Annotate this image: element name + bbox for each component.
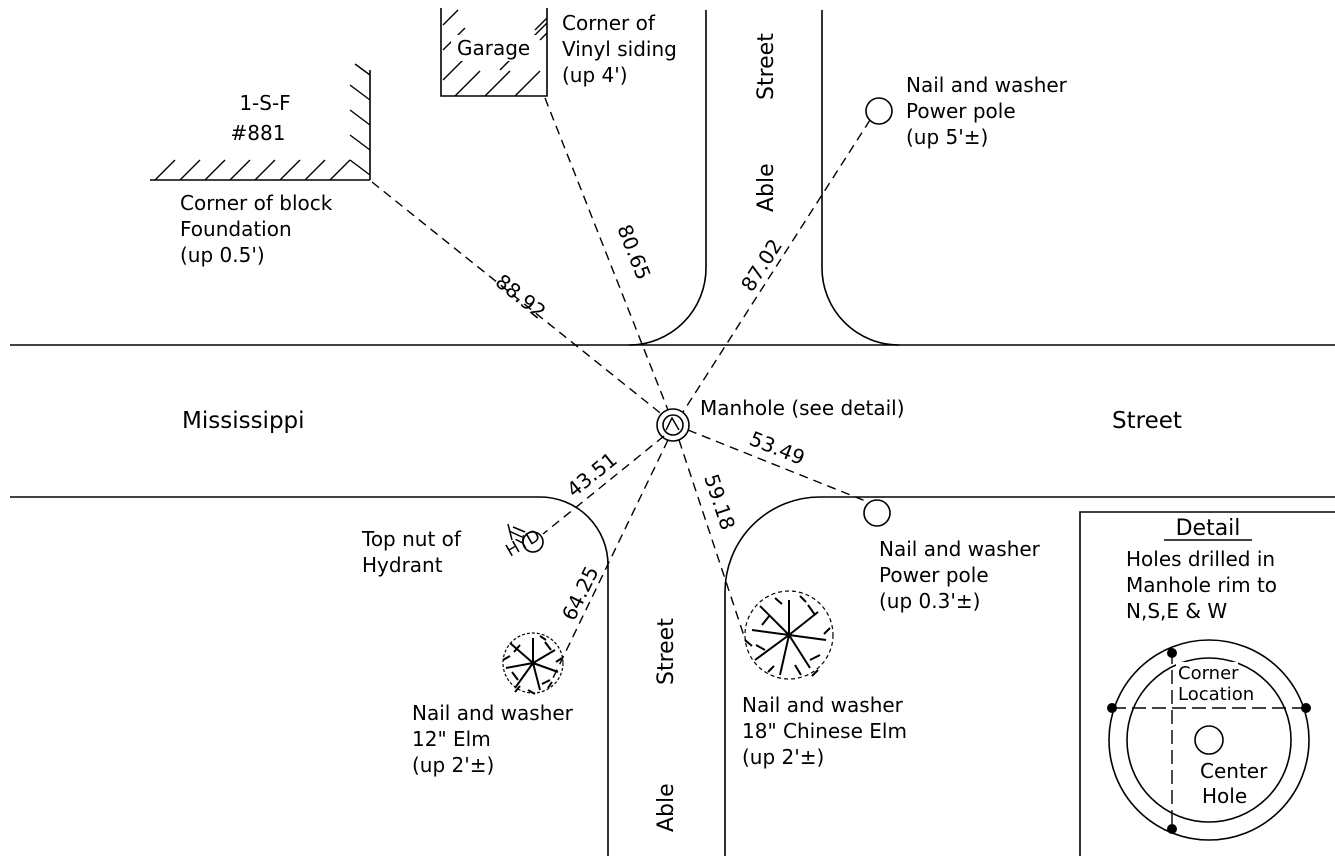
tie-line-pole-se	[687, 429, 869, 503]
power-pole-ne	[865, 97, 893, 125]
tie-line-pole-ne	[682, 119, 871, 413]
label-elm: Nail and washer 12" Elm (up 2'±)	[412, 701, 574, 777]
label-chinese-elm-line3: (up 2'±)	[742, 745, 824, 769]
detail-center-label-1: Center	[1200, 759, 1268, 783]
detail-corner-label-2: Location	[1178, 684, 1254, 705]
street-name-mississippi: Mississippi	[182, 408, 305, 434]
label-elm-line1: Nail and washer	[412, 701, 574, 725]
manhole-symbol	[656, 408, 690, 442]
distance-pole-se: 53.49	[746, 426, 808, 470]
house-label-line1: 1-S-F	[239, 91, 290, 115]
distance-elm: 64.25	[557, 562, 604, 624]
label-hydrant-line1: Top nut of	[361, 527, 462, 551]
detail-desc-line1: Holes drilled in	[1126, 547, 1275, 571]
label-siding: Corner of Vinyl siding (up 4')	[562, 11, 677, 87]
label-block-line3: (up 0.5')	[180, 243, 265, 267]
detail-manhole-outer	[1108, 639, 1310, 841]
label-siding-line1: Corner of	[562, 11, 656, 35]
distance-siding: 80.65	[612, 221, 655, 283]
detail-title: Detail	[1176, 516, 1241, 541]
label-pole-ne: Nail and washer Power pole (up 5'±)	[906, 73, 1068, 149]
street-name-able-north: Able	[754, 163, 779, 212]
detail-hole-west	[1107, 703, 1117, 713]
label-hydrant: Top nut of Hydrant	[361, 527, 462, 577]
detail-corner-label-1: Corner	[1178, 663, 1239, 684]
street-name-street-south: Street	[654, 618, 679, 685]
able-east-edge-north	[821, 10, 900, 346]
distance-chinese-elm: 59.18	[699, 471, 740, 533]
garage-outline	[440, 8, 548, 97]
label-pole-se-line3: (up 0.3'±)	[879, 589, 980, 613]
street-name-able-south: Able	[654, 783, 679, 832]
elm-tree-symbol	[502, 632, 564, 695]
detail-hole-east	[1301, 703, 1311, 713]
label-block-line2: Foundation	[180, 217, 292, 241]
detail-center-label-2: Hole	[1202, 784, 1247, 808]
label-pole-se-line2: Power pole	[879, 563, 989, 587]
able-west-edge-north	[628, 10, 707, 346]
street-name-street-north: Street	[754, 33, 779, 100]
label-chinese-elm-line1: Nail and washer	[742, 693, 904, 717]
label-hydrant-line2: Hydrant	[362, 553, 443, 577]
detail-desc-line2: Manhole rim to	[1126, 573, 1277, 597]
detail-center-hole	[1194, 725, 1224, 755]
distance-pole-ne: 87.02	[736, 235, 787, 296]
label-pole-ne-line1: Nail and washer	[906, 73, 1068, 97]
label-pole-ne-line3: (up 5'±)	[906, 125, 988, 149]
house-label-line2: #881	[231, 121, 286, 145]
detail-hole-south	[1167, 824, 1177, 834]
detail-border	[1079, 511, 1335, 856]
able-east-edge-south	[724, 496, 1335, 856]
tie-lines	[371, 97, 871, 679]
label-block-line1: Corner of block	[180, 191, 333, 215]
tie-line-block	[371, 181, 665, 417]
tie-line-siding	[544, 97, 669, 411]
label-pole-se: Nail and washer Power pole (up 0.3'±)	[879, 537, 1041, 613]
street-name-street-east: Street	[1112, 408, 1182, 434]
tie-line-hydrant	[542, 435, 665, 535]
label-siding-line2: Vinyl siding	[562, 37, 677, 61]
street-edges	[10, 10, 1335, 856]
label-siding-line3: (up 4')	[562, 63, 628, 87]
able-west-edge-south	[539, 496, 609, 856]
label-chinese-elm: Nail and washer 18" Chinese Elm (up 2'±)	[742, 693, 907, 769]
manhole-label: Manhole (see detail)	[700, 396, 905, 420]
label-elm-line3: (up 2'±)	[412, 753, 494, 777]
label-chinese-elm-line2: 18" Chinese Elm	[742, 719, 907, 743]
garage-label: Garage	[457, 36, 530, 60]
hydrant-symbol	[507, 523, 544, 553]
power-pole-se	[863, 499, 891, 527]
hydrant-symbol-label: HYD	[503, 526, 544, 561]
label-elm-line2: 12" Elm	[412, 727, 491, 751]
label-pole-se-line1: Nail and washer	[879, 537, 1041, 561]
house-foundation	[150, 63, 371, 181]
label-pole-ne-line2: Power pole	[906, 99, 1016, 123]
tie-line-chinese-elm	[678, 439, 747, 643]
detail-manhole-inner	[1126, 657, 1292, 823]
distance-block: 88.92	[491, 269, 551, 324]
detail-hole-north	[1167, 648, 1177, 658]
detail-box: Detail Holes drilled in Manhole rim to N…	[1079, 511, 1335, 856]
label-block: Corner of block Foundation (up 0.5')	[180, 191, 333, 267]
chinese-elm-tree-symbol	[744, 590, 834, 680]
detail-desc-line3: N,S,E & W	[1126, 599, 1227, 623]
